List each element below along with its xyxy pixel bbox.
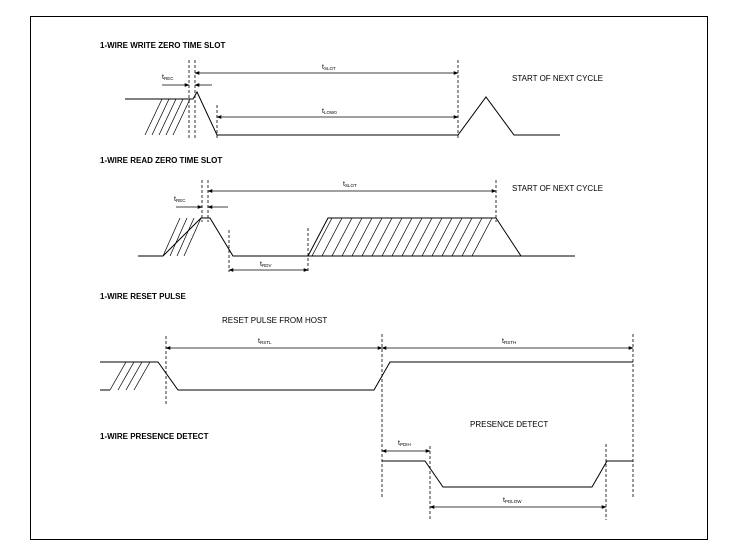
presence-title: 1-WIRE PRESENCE DETECT — [100, 432, 209, 441]
diagram-frame — [30, 16, 708, 540]
write-zero-trec-label: tREC — [162, 74, 174, 81]
write-zero-title: 1-WIRE WRITE ZERO TIME SLOT — [100, 41, 225, 50]
presence-tpdih-label: tPDIH — [398, 440, 411, 447]
read-zero-next-cycle: START OF NEXT CYCLE — [512, 184, 603, 193]
write-zero-tslot-label: tSLOT — [322, 64, 336, 71]
write-zero-hatch — [144, 98, 191, 136]
read-zero-hatch-right — [311, 217, 493, 257]
reset-section: 1-WIRE RESET PULSE RESET PULSE FROM HOST… — [100, 292, 634, 497]
read-zero-trec-label: tREC — [174, 196, 186, 203]
reset-hatch — [109, 361, 151, 391]
read-zero-waveform-low — [138, 217, 575, 257]
read-zero-section: 1-WIRE READ ZERO TIME SLOT START OF NEXT… — [100, 156, 603, 272]
reset-trsth-label: tRSTH — [502, 338, 516, 345]
reset-waveform — [100, 361, 633, 391]
write-zero-section: 1-WIRE WRITE ZERO TIME SLOT START OF NEX… — [100, 41, 603, 140]
presence-tpdlow-label: tPDLOW — [503, 497, 522, 504]
reset-from-host: RESET PULSE FROM HOST — [222, 316, 327, 325]
reset-trstl-label: tRSTL — [258, 338, 272, 345]
write-zero-waveform — [125, 90, 560, 136]
write-zero-next-cycle: START OF NEXT CYCLE — [512, 74, 603, 83]
presence-label: PRESENCE DETECT — [470, 420, 548, 429]
write-zero-tlow0-label: tLOW0 — [322, 108, 337, 115]
presence-waveform — [382, 460, 633, 488]
read-zero-title: 1-WIRE READ ZERO TIME SLOT — [100, 156, 222, 165]
read-zero-trdv-label: tRDV — [260, 261, 271, 268]
read-zero-tslot-label: tSLOT — [343, 181, 357, 188]
presence-section: 1-WIRE PRESENCE DETECT PRESENCE DETECT t… — [100, 420, 633, 520]
reset-title: 1-WIRE RESET PULSE — [100, 292, 186, 301]
read-zero-hatch-left — [162, 217, 202, 257]
